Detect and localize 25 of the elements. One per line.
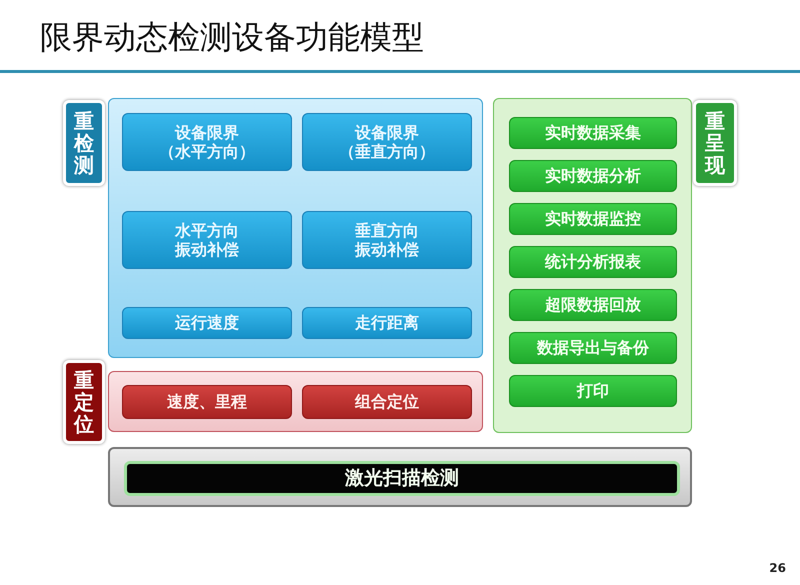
function-box: 设备限界（垂直方向） [302, 113, 472, 171]
panel-background [108, 371, 483, 432]
function-box: 垂直方向振动补偿 [302, 211, 472, 269]
panel-background [493, 98, 692, 433]
panel-background [108, 447, 692, 507]
function-box: 速度、里程 [122, 385, 292, 419]
function-box: 实时数据分析 [509, 160, 677, 192]
function-box: 实时数据监控 [509, 203, 677, 235]
function-box: 运行速度 [122, 307, 292, 339]
function-box: 实时数据采集 [509, 117, 677, 149]
function-box: 统计分析报表 [509, 246, 677, 278]
function-box: 水平方向振动补偿 [122, 211, 292, 269]
side-tag: 重检测 [63, 100, 105, 186]
function-box: 设备限界（水平方向） [122, 113, 292, 171]
page-title: 限界动态检测设备功能模型 [40, 17, 424, 58]
page-number: 26 [769, 561, 786, 575]
panel-background [108, 98, 483, 358]
function-box: 数据导出与备份 [509, 332, 677, 364]
function-box: 组合定位 [302, 385, 472, 419]
function-box: 超限数据回放 [509, 289, 677, 321]
function-box: 激光扫描检测 [124, 461, 680, 496]
function-box: 打印 [509, 375, 677, 407]
side-tag: 重呈现 [693, 100, 737, 186]
side-tag: 重定位 [63, 360, 105, 444]
function-box: 走行距离 [302, 307, 472, 339]
